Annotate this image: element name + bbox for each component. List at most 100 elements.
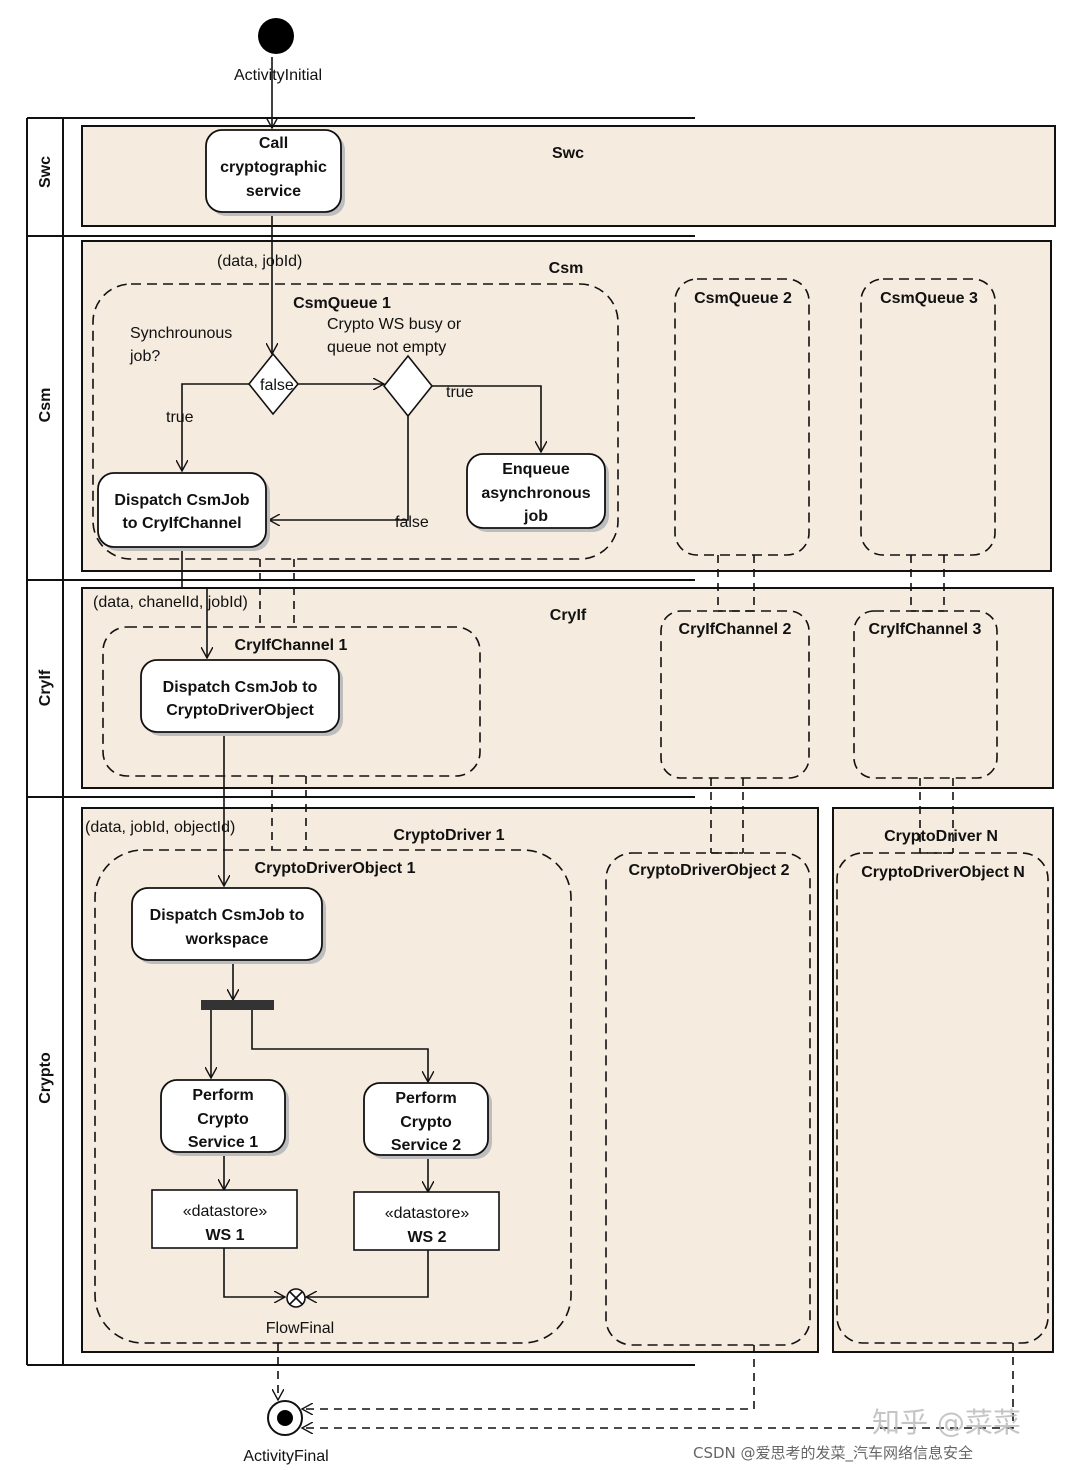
partition-crypto-driver-n [832, 807, 1054, 1353]
flow-ws1-to-flowfinal [223, 1248, 285, 1297]
action-call-service-label: cryptographic [220, 159, 327, 176]
region-title-crypto-driver-object-n: CryptoDriverObject N [861, 864, 1025, 881]
action-call-service-box [205, 129, 342, 213]
flow-final-label: FlowFinal [266, 1320, 334, 1337]
action-dispatch-to-channel-label: Dispatch CsmJob [114, 492, 249, 509]
region-csm-queue-3 [860, 278, 996, 556]
guard-false-sync: false [260, 377, 294, 394]
dashed-flow-object-2-final [302, 1345, 755, 1409]
guard-sync-question-2: job? [129, 348, 160, 365]
datastore-ws2 [353, 1191, 500, 1251]
datastore-ws1-name: WS 1 [205, 1227, 244, 1244]
guard-sync-question-1: Synchrounous [130, 325, 232, 342]
action-perform-service-2-label: Perform [395, 1090, 456, 1107]
action-perform-service-1-label: Perform [192, 1087, 253, 1104]
region-csm-queue-2 [674, 278, 810, 556]
flow-busy-false [269, 416, 409, 520]
flow-fork-to-service-2 [251, 1010, 428, 1082]
action-dispatch-to-driver-label: CryptoDriverObject [166, 702, 314, 719]
region-title-cryif-channel-1: CryIfChannel 1 [235, 637, 348, 654]
activity-final-node [267, 1400, 303, 1436]
flow-busy-true [432, 385, 541, 452]
datastore-ws1-stereotype: «datastore» [183, 1203, 268, 1220]
decision-sync-job [247, 352, 300, 416]
activity-final-label: ActivityFinal [243, 1448, 328, 1465]
action-perform-service-2-label: Service 2 [391, 1137, 461, 1154]
region-title-crypto-driver-object-1: CryptoDriverObject 1 [255, 860, 416, 877]
decision-ws-busy [382, 354, 434, 418]
region-title-csm-queue-3: CsmQueue 3 [880, 290, 978, 307]
datastore-ws2-name: WS 2 [407, 1229, 446, 1246]
dashed-link-channel-2-object-2 [710, 778, 744, 854]
action-dispatch-to-workspace-label: workspace [185, 931, 269, 948]
action-enqueue-job: Enqueue asynchronous job [466, 453, 609, 532]
flow-final-node [286, 1288, 306, 1308]
flow-decision-true [182, 383, 249, 471]
datastore-ws1 [151, 1189, 298, 1249]
datastore-ws2-stereotype: «datastore» [385, 1205, 470, 1222]
region-title-crypto-driver-object-2: CryptoDriverObject 2 [629, 862, 790, 879]
action-enqueue-job-label: job [523, 508, 548, 525]
fork-bar [201, 1000, 274, 1010]
action-perform-service-1-box [160, 1079, 286, 1153]
dashed-link-queue-3-channel-3 [910, 555, 945, 612]
partition-title-crypto-driver-1: CryptoDriver 1 [393, 827, 504, 844]
partition-title-swc: Swc [552, 145, 584, 162]
region-title-csm-queue-2: CsmQueue 2 [694, 290, 792, 307]
lane-label-swc: Swc [37, 156, 54, 188]
lane-frame [26, 117, 695, 1366]
dashed-link-channel-3-object-n [919, 778, 954, 854]
flow-label-swc-to-csm: (data, jobId) [217, 253, 302, 270]
action-perform-service-1-label: Service 1 [188, 1134, 258, 1151]
watermark-logo: 知乎 @菜菜 [872, 1406, 1021, 1439]
guard-true-sync: true [166, 409, 194, 426]
region-title-cryif-channel-3: CryIfChannel 3 [869, 621, 982, 638]
lane-label-csm: Csm [37, 388, 54, 423]
initial-node [258, 18, 294, 54]
action-perform-service-2-label: Crypto [400, 1114, 452, 1131]
lane-label-cryif: CryIf [37, 669, 54, 706]
action-enqueue-job-box [466, 453, 606, 529]
action-enqueue-job-label: Enqueue [502, 461, 570, 478]
flow-label-cryif-to-crypto: (data, jobId, objectId) [85, 819, 235, 836]
region-crypto-driver-object-n [836, 852, 1049, 1344]
guard-true-busy: true [446, 384, 474, 401]
action-dispatch-to-workspace-box [131, 887, 323, 961]
action-enqueue-job-label: asynchronous [481, 485, 590, 502]
watermark-caption: CSDN @爱思考的发菜_汽车网络信息安全 [693, 1444, 973, 1463]
partition-title-cryif: CryIf [550, 607, 587, 624]
region-title-csm-queue-1: CsmQueue 1 [293, 295, 391, 312]
dashed-link-queue-1-channel-1 [259, 559, 295, 627]
guard-busy-question-2: queue not empty [327, 339, 446, 356]
action-call-service-label: Call [259, 135, 288, 152]
region-cryif-channel-1 [102, 626, 481, 777]
flow-label-csm-to-cryif: (data, chanelId, jobId) [93, 594, 248, 611]
dashed-flow-object-n-final [302, 1343, 1014, 1428]
action-dispatch-to-workspace-label: Dispatch CsmJob to [150, 907, 305, 924]
action-call-service-label: service [246, 183, 301, 200]
action-dispatch-to-channel: Dispatch CsmJob to CryIfChannel [97, 472, 270, 551]
action-dispatch-to-channel-label: to CryIfChannel [122, 515, 241, 532]
initial-node-label: ActivityInitial [234, 67, 322, 84]
action-dispatch-to-driver-box [140, 659, 340, 733]
action-dispatch-to-driver-label: Dispatch CsmJob to [163, 679, 318, 696]
flow-ws2-to-flowfinal [306, 1250, 429, 1297]
guard-busy-question-1: Crypto WS busy or [327, 316, 462, 333]
partition-title-crypto-driver-n: CryptoDriver N [884, 828, 998, 845]
dashed-link-queue-2-channel-2 [717, 555, 755, 612]
guard-false-busy: false [395, 514, 429, 531]
action-dispatch-to-workspace: Dispatch CsmJob to workspace [131, 887, 326, 964]
region-csm-queue-1 [92, 283, 619, 560]
action-perform-service-2-box [363, 1082, 489, 1156]
partition-title-csm: Csm [549, 260, 584, 277]
flow-csm-to-cryif [181, 547, 207, 658]
action-perform-service-1-label: Crypto [197, 1111, 249, 1128]
action-call-service: Call cryptographic service [205, 129, 345, 216]
action-dispatch-to-driver: Dispatch CsmJob to CryptoDriverObject [140, 659, 343, 736]
dashed-link-channel-1-object-1 [271, 776, 307, 850]
action-dispatch-to-channel-box [97, 472, 267, 548]
lane-label-crypto: Crypto [37, 1052, 54, 1104]
